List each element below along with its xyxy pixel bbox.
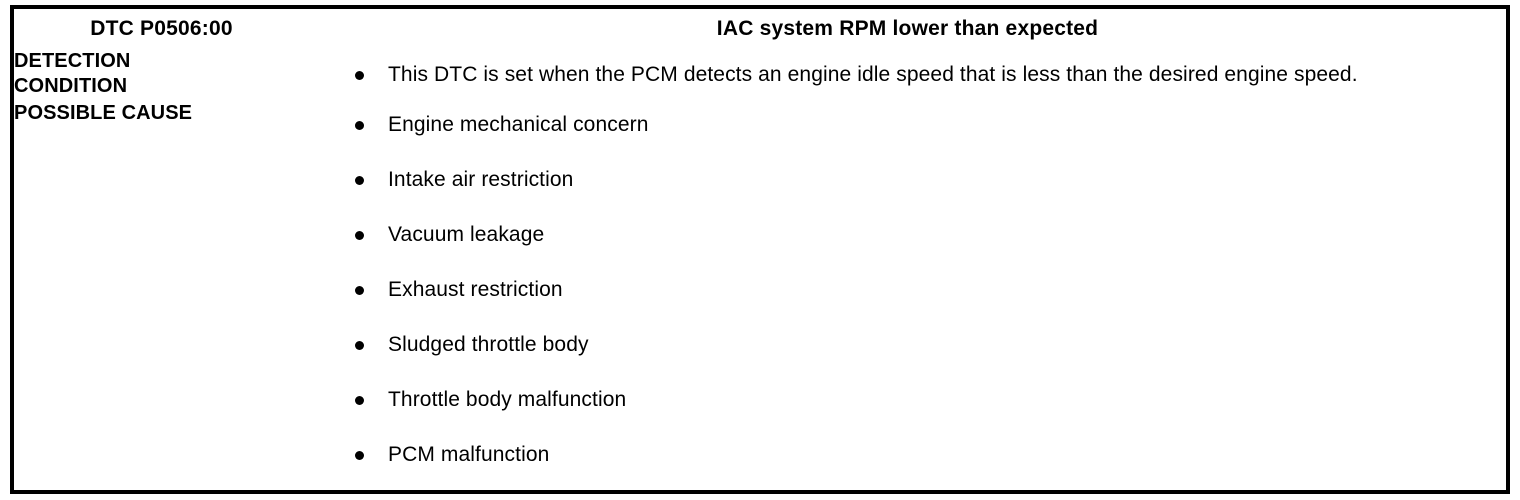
bullet-dot-icon <box>355 450 364 460</box>
detection-condition-list: This DTC is set when the PCM detects an … <box>309 49 1506 89</box>
bullet-dot-icon <box>355 120 364 130</box>
list-item: Vacuum leakage <box>355 221 1466 249</box>
list-item: Sludged throttle body <box>355 331 1466 359</box>
table-header-row: DTC P0506:00 IAC system RPM lower than e… <box>14 9 1506 49</box>
list-item-text: Engine mechanical concern <box>388 112 649 136</box>
list-item-text: Exhaust restriction <box>388 277 563 301</box>
list-item-text: Throttle body malfunction <box>388 387 627 411</box>
bullet-dot-icon <box>355 340 364 350</box>
table-row-detection-condition: DETECTION CONDITION This DTC is set when… <box>14 49 1506 102</box>
dtc-table: DTC P0506:00 IAC system RPM lower than e… <box>10 5 1510 494</box>
list-item-text: Sludged throttle body <box>388 332 589 356</box>
bullet-dot-icon <box>355 230 364 240</box>
row-label-line-2: CONDITION <box>14 75 128 97</box>
table-row-possible-cause: POSSIBLE CAUSE Engine mechanical concern… <box>14 101 1506 490</box>
row-label-line-1: DETECTION <box>14 50 131 72</box>
possible-cause-list: Engine mechanical concern Intake air res… <box>309 102 1506 469</box>
bullet-dot-icon <box>355 395 364 405</box>
list-item: Engine mechanical concern <box>355 111 1466 139</box>
bullet-dot-icon <box>355 285 364 295</box>
list-item-text: This DTC is set when the PCM detects an … <box>388 63 1358 86</box>
list-item-text: PCM malfunction <box>388 442 550 466</box>
dtc-code-label: DTC P0506:00 <box>90 17 233 40</box>
list-item-text: Vacuum leakage <box>388 222 545 246</box>
list-item: This DTC is set when the PCM detects an … <box>355 61 1466 89</box>
list-item: Throttle body malfunction <box>355 386 1466 414</box>
list-item: Intake air restriction <box>355 166 1466 194</box>
list-item-text: Intake air restriction <box>388 167 574 191</box>
list-item: PCM malfunction <box>355 441 1466 469</box>
row-label-line-1: POSSIBLE CAUSE <box>14 101 193 124</box>
row-label-possible-cause: POSSIBLE CAUSE <box>14 101 309 490</box>
bullet-dot-icon <box>355 175 364 185</box>
bullet-dot-icon <box>355 71 364 80</box>
row-label-detection-condition: DETECTION CONDITION <box>14 49 309 102</box>
list-item: Exhaust restriction <box>355 276 1466 304</box>
header-cell-dtc-code: DTC P0506:00 <box>14 9 309 49</box>
row-content-possible-cause: Engine mechanical concern Intake air res… <box>309 101 1506 490</box>
row-content-detection-condition: This DTC is set when the PCM detects an … <box>309 49 1506 102</box>
header-cell-dtc-title: IAC system RPM lower than expected <box>309 9 1506 49</box>
dtc-title-label: IAC system RPM lower than expected <box>716 17 1099 40</box>
